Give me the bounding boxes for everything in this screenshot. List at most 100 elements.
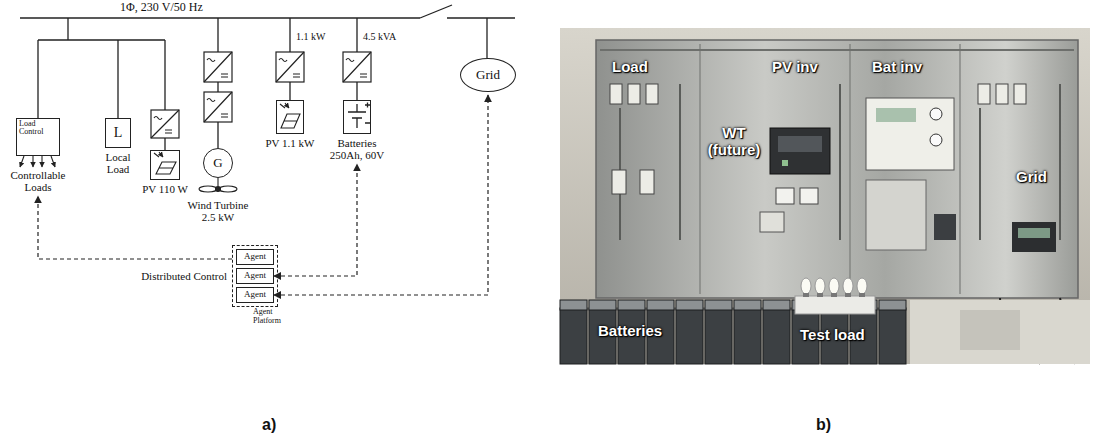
converter-symbol: [276, 52, 304, 82]
lab-photo: [866, 98, 954, 170]
lab-photo: [700, 44, 960, 294]
lab-photo: [640, 170, 654, 194]
power-wiring: [20, 17, 420, 18]
pv-panel-symbol: [280, 103, 289, 108]
photo-label: WT (future): [704, 124, 764, 159]
converter-symbol: [151, 110, 179, 138]
wind-turbine-rotor: [199, 178, 237, 192]
control-link: [274, 164, 357, 276]
lab-photo: [930, 108, 942, 120]
pv-panel-symbol: [281, 114, 300, 128]
photo-label: Load: [612, 58, 648, 75]
lab-photo: [778, 136, 822, 152]
lab-photo: [934, 214, 956, 240]
lab-photo: [560, 308, 906, 364]
lab-photo: [859, 293, 865, 297]
lab-photo: [646, 84, 658, 104]
lab-photo: [831, 293, 837, 297]
panel-letter: b): [816, 416, 831, 434]
lab-photo: [734, 300, 761, 310]
agent-box: Agent: [236, 249, 274, 265]
lab-photo: [960, 310, 1020, 350]
lab-photo: [801, 278, 811, 294]
power-wiring: [38, 18, 165, 150]
load-arrows: [41, 156, 42, 167]
lab-photo: [620, 84, 1060, 240]
local-load-box: LLocal Load: [105, 118, 131, 148]
wind-turbine-rotor: [219, 186, 237, 192]
photo-label: Batteries: [598, 322, 662, 339]
pv-panel-box: PV 1.1 kW: [276, 100, 304, 134]
generator-letter: G: [213, 156, 222, 170]
lab-photo: [978, 84, 990, 104]
photo-label: Bat inv: [872, 58, 922, 75]
source-label: PV 110 W: [142, 183, 188, 195]
lab-photo: [795, 296, 875, 314]
lab-photo: [618, 300, 645, 310]
lab-photo: [845, 293, 851, 297]
battery-box: Batteries 250Ah, 60V: [343, 100, 371, 134]
photo-label: Grid: [1016, 168, 1047, 185]
lab-photo: [734, 308, 761, 364]
converter-symbol: [276, 52, 304, 82]
lab-photo: [705, 300, 732, 310]
converter-symbol: [204, 92, 232, 122]
converter-symbol: [151, 110, 179, 138]
lab-photo: [857, 278, 867, 294]
generator-circle: GWind Turbine 2.5 kW: [203, 148, 233, 178]
converter-symbol: [343, 52, 371, 82]
battery-symbol: [365, 103, 370, 124]
lab-photo: [760, 212, 784, 232]
load-arrows: [51, 156, 55, 167]
battery-symbol: [348, 103, 370, 129]
lab-photo: [782, 160, 788, 166]
lab-photo: [610, 84, 622, 104]
agent-label: Agent: [244, 252, 266, 262]
lab-photo: [560, 300, 587, 310]
lab-photo: [600, 49, 1074, 51]
converter-symbol: [343, 52, 371, 82]
lab-photo: [776, 188, 794, 204]
rating-label: 1.1 kW: [296, 31, 325, 43]
wind-turbine-rotor: [199, 186, 217, 192]
power-wiring: [420, 5, 452, 18]
load-arrows: [20, 156, 55, 167]
lab-photo: [930, 134, 942, 146]
agent-platform-box: Distributed ControlAgent PlatformAgentAg…: [232, 245, 278, 307]
converter-symbol: [204, 52, 232, 82]
load-control-box: Load ControlControllable Loads: [16, 118, 60, 156]
lab-photo: [763, 308, 790, 364]
grid-label: Grid: [476, 68, 500, 82]
control-label: Distributed Control: [141, 270, 227, 282]
lab-photo: [1012, 222, 1056, 252]
lab-photo: [879, 300, 906, 310]
lab-photo: [647, 300, 674, 310]
agent-box: Agent: [236, 287, 274, 303]
lab-photo: [800, 188, 818, 204]
lab-photo: [676, 300, 703, 310]
control-box-label: Load Control: [19, 120, 57, 136]
lab-photo: [560, 28, 1090, 364]
battery-symbol: [348, 104, 366, 128]
lab-photo: [843, 278, 853, 294]
lab-photo: [770, 128, 830, 174]
converter-symbol: [151, 52, 371, 138]
platform-label: Agent Platform: [253, 308, 293, 326]
lab-photo: [817, 293, 823, 297]
lab-photo: [910, 300, 1090, 364]
load-symbol-letter: L: [114, 125, 123, 140]
power-wiring: [486, 18, 487, 58]
lab-photo: [996, 84, 1008, 104]
source-label: Wind Turbine 2.5 kW: [182, 199, 254, 223]
lab-photo: [560, 28, 1090, 364]
converter-symbol: [204, 52, 232, 82]
lab-photo: [829, 278, 839, 294]
panel-letter: a): [262, 416, 276, 434]
lab-photo: [560, 308, 587, 364]
lab-photo: [628, 84, 640, 104]
converter-symbol: [204, 92, 232, 122]
